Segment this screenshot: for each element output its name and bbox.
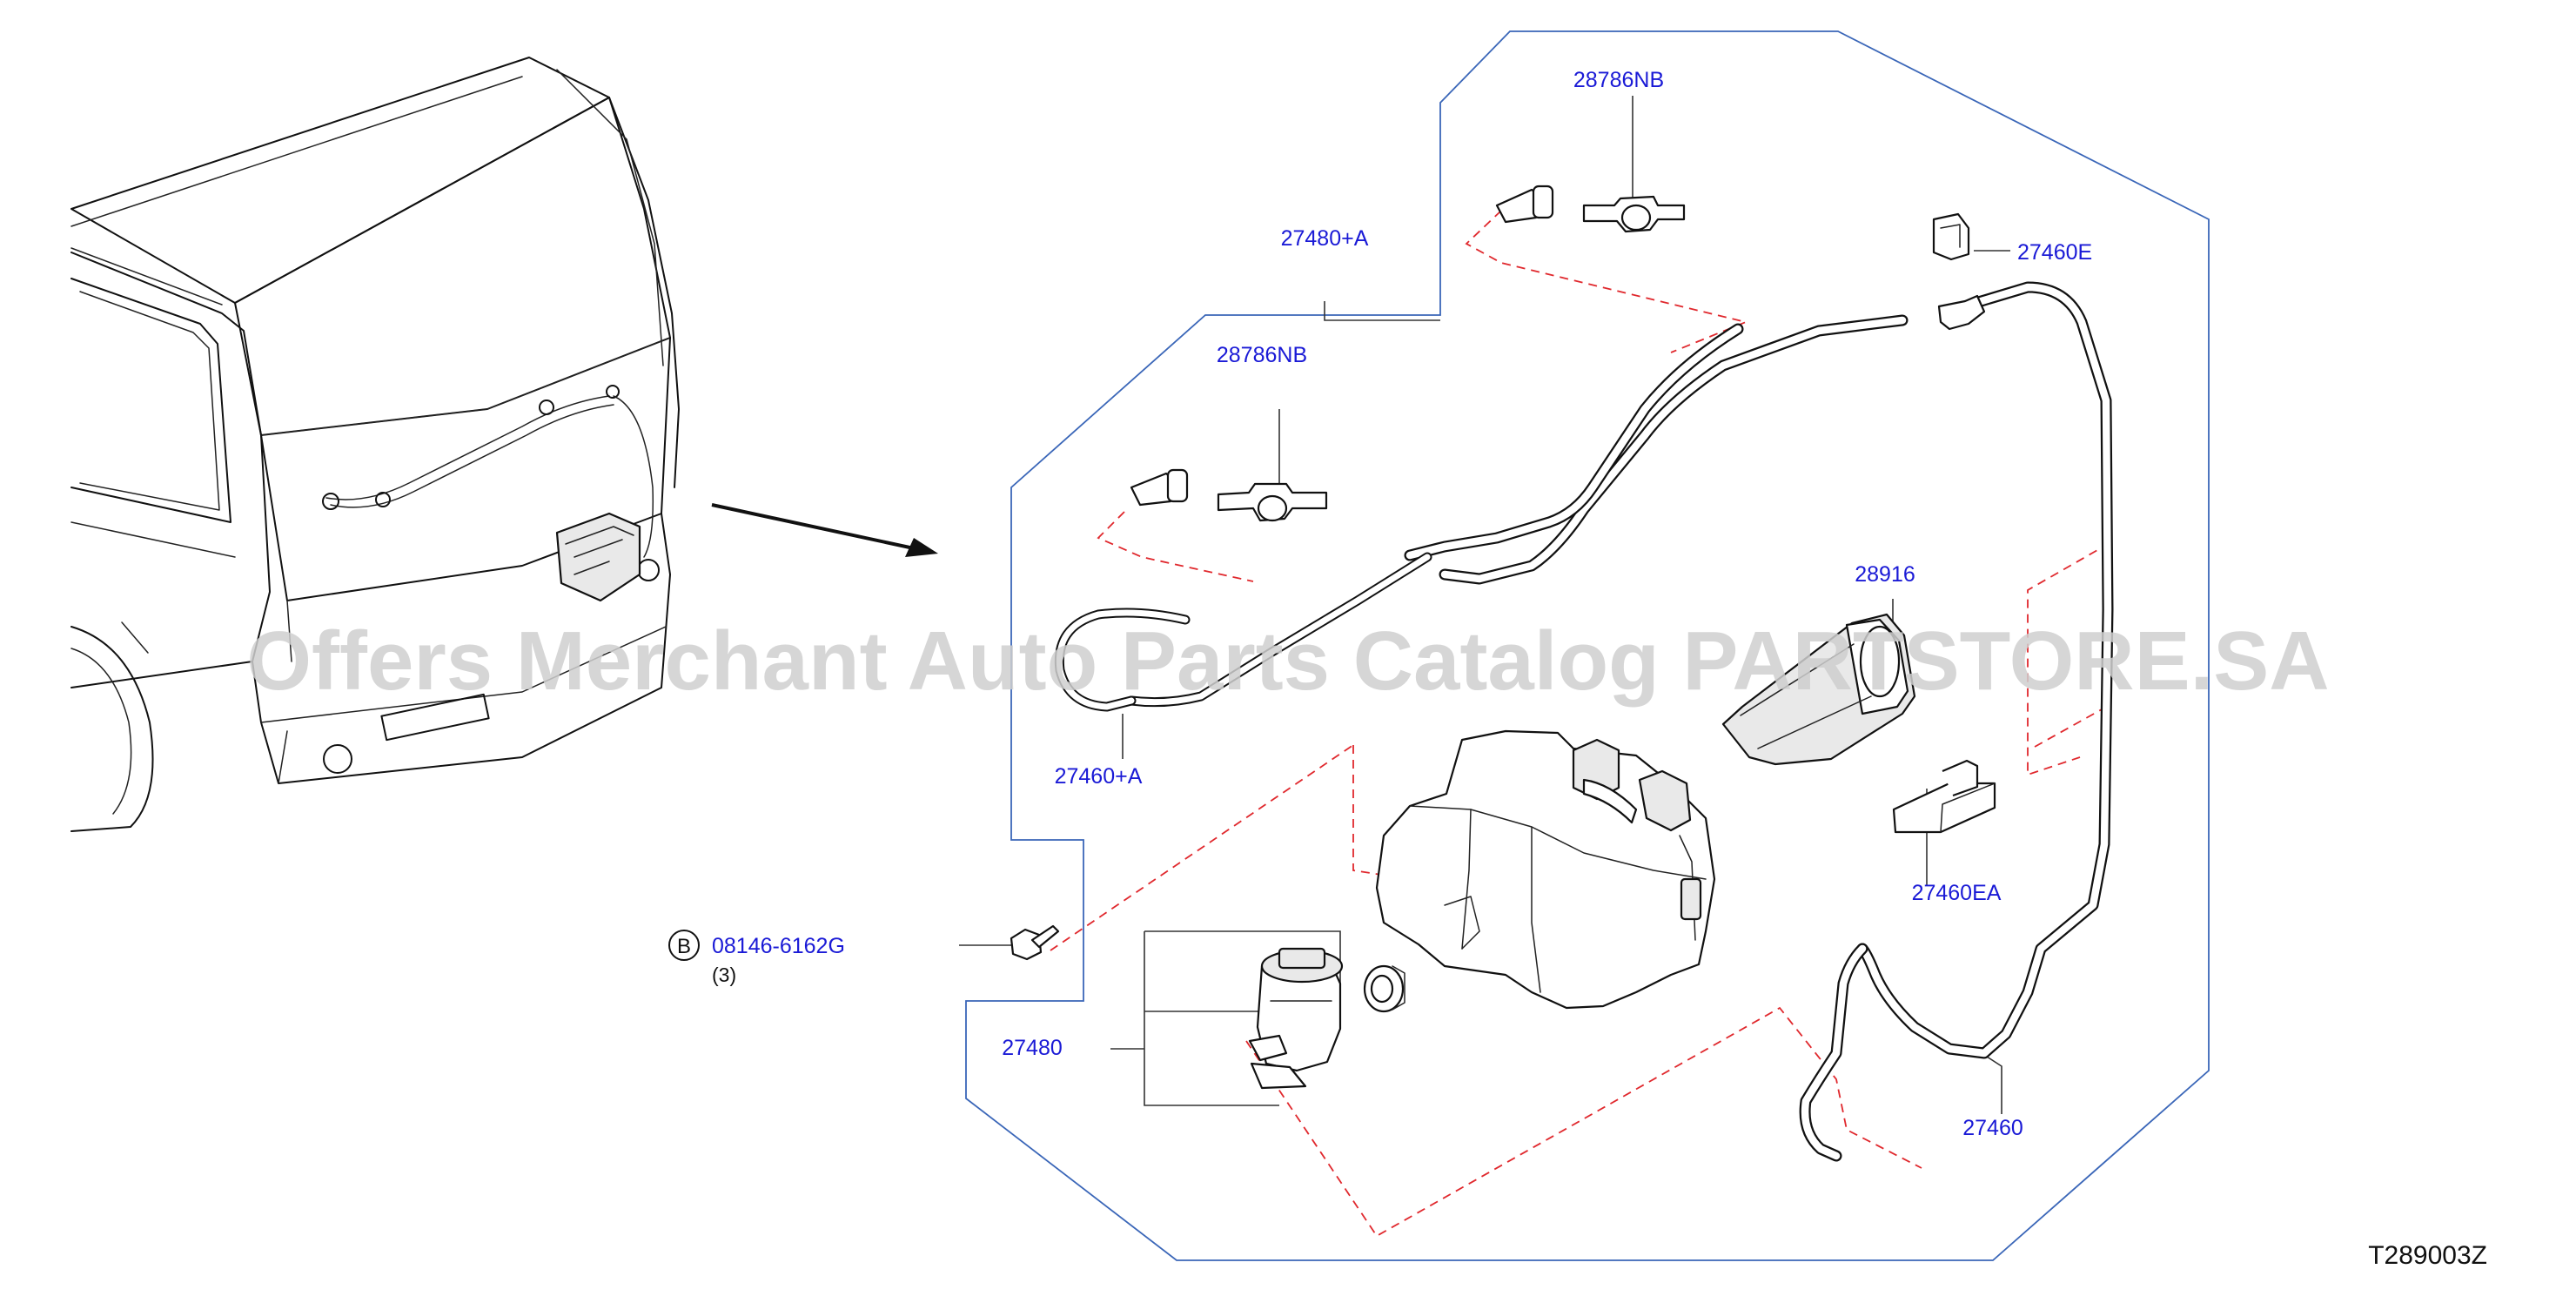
- bolt-marker: B: [668, 930, 700, 961]
- direction-arrow: [711, 503, 938, 557]
- clip-27460ea: [1892, 759, 1996, 834]
- nozzle-28916: [1721, 613, 1916, 766]
- vehicle-rear-view: [70, 57, 680, 832]
- label-28916[interactable]: 28916: [1855, 562, 1915, 587]
- label-27460a[interactable]: 27460+A: [1055, 764, 1143, 789]
- bolt-marker-letter: B: [677, 935, 691, 958]
- label-27480[interactable]: 27480: [1002, 1036, 1063, 1060]
- relationship-lines: [1050, 210, 2110, 1238]
- diagram-code: T289003Z: [2368, 1241, 2487, 1270]
- label-28786nb-top[interactable]: 28786NB: [1573, 68, 1664, 92]
- watermark: Offers Merchant Auto Parts Catalog PARTS…: [246, 614, 2329, 708]
- bolt-quantity: (3): [712, 964, 736, 986]
- label-28786nb-left[interactable]: 28786NB: [1217, 343, 1307, 367]
- grommet: [1363, 964, 1405, 1013]
- hoses: [1054, 281, 2114, 1162]
- washer-pump: [1248, 947, 1344, 1090]
- fittings: [1130, 185, 1986, 522]
- assembly-boundary: [965, 30, 2210, 1261]
- washer-tank: [1375, 729, 1716, 1010]
- label-08146-6162g[interactable]: 08146-6162G: [712, 934, 845, 958]
- label-27480a[interactable]: 27480+A: [1281, 226, 1369, 251]
- label-27460[interactable]: 27460: [1962, 1116, 2023, 1140]
- bolt-08146-6162g: [1010, 924, 1060, 961]
- label-27460e[interactable]: 27460E: [2017, 240, 2092, 265]
- label-27460ea[interactable]: 27460EA: [1912, 881, 2002, 905]
